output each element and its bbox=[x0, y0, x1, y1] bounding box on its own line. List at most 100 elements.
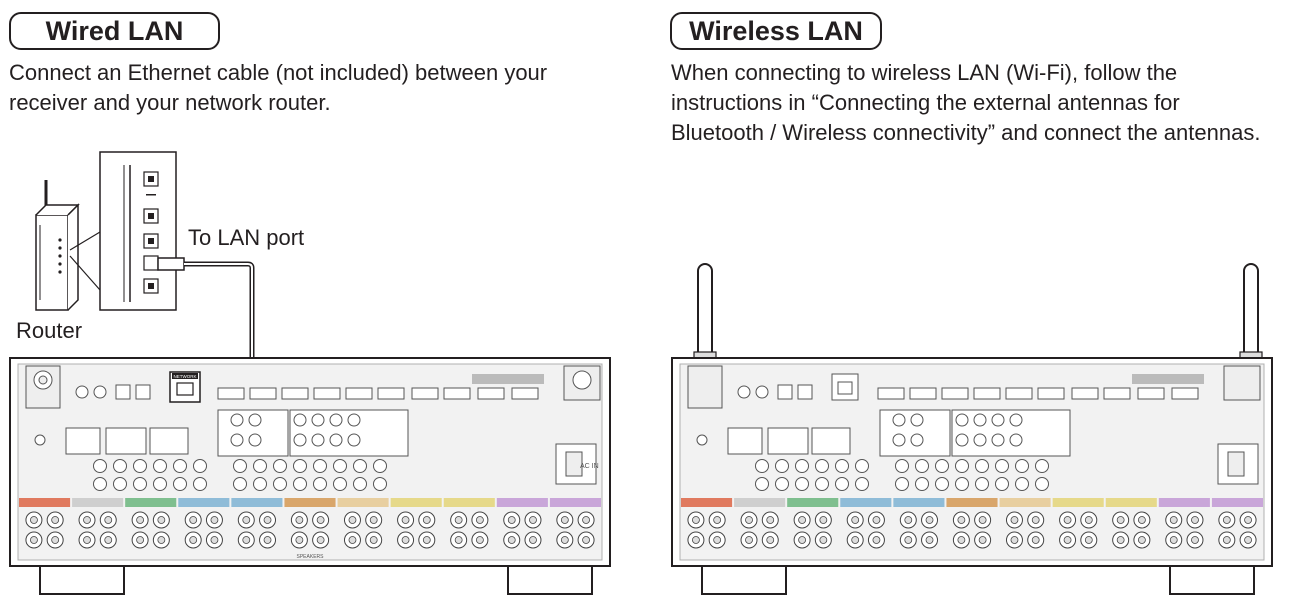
speaker-terminal-core bbox=[904, 516, 913, 524]
speaker-channel-band bbox=[125, 498, 177, 507]
speaker-terminal-core bbox=[1169, 516, 1178, 524]
lan-port-label: To LAN port bbox=[188, 225, 305, 250]
heading-wireless-lan: Wireless LAN bbox=[670, 12, 882, 50]
network-port-label: NETWORK bbox=[174, 374, 197, 379]
speaker-channel-band bbox=[1211, 498, 1263, 507]
speaker-terminal-core bbox=[507, 516, 516, 524]
ac-in-label: AC IN bbox=[580, 463, 599, 470]
speaker-terminal-core bbox=[189, 516, 198, 524]
speaker-terminal-core bbox=[798, 536, 807, 544]
speaker-terminal-core bbox=[189, 536, 198, 544]
speaker-terminal-core bbox=[401, 516, 410, 524]
speaker-terminal-core bbox=[295, 536, 304, 544]
speaker-channel-band bbox=[1052, 498, 1104, 507]
speaker-terminal-core bbox=[83, 516, 91, 524]
speaker-terminal-core bbox=[157, 516, 166, 524]
speaker-terminal-core bbox=[819, 536, 828, 544]
zoom-callout-lines bbox=[69, 231, 101, 291]
speaker-channel-band bbox=[893, 498, 945, 507]
router-illustration bbox=[35, 180, 80, 311]
speaker-terminal-core bbox=[316, 516, 325, 524]
speaker-terminal-core bbox=[475, 516, 484, 524]
speaker-terminal-core bbox=[1222, 536, 1231, 544]
heading-wired-lan: Wired LAN bbox=[9, 12, 220, 50]
speaker-terminal-core bbox=[263, 536, 272, 544]
speaker-terminal-core bbox=[242, 536, 251, 544]
speaker-terminal-core bbox=[454, 516, 463, 524]
speaker-terminal-core bbox=[957, 536, 966, 544]
speaker-terminal-core bbox=[1063, 516, 1072, 524]
speaker-terminal-core bbox=[872, 516, 881, 524]
router-port-panel bbox=[99, 151, 177, 311]
speaker-terminal-core bbox=[454, 536, 463, 544]
receiver-wireless bbox=[671, 263, 1273, 595]
speaker-terminal-core bbox=[136, 536, 145, 544]
speaker-channel-band bbox=[999, 498, 1051, 507]
speaker-terminal-core bbox=[316, 536, 325, 544]
speaker-channel-band bbox=[946, 498, 998, 507]
speaker-terminal-core bbox=[978, 516, 987, 524]
wired-lan-description: Connect an Ethernet cable (not included)… bbox=[9, 60, 548, 115]
speaker-terminal-core bbox=[925, 536, 934, 544]
speaker-terminal-core bbox=[745, 516, 753, 524]
speaker-terminal-core bbox=[369, 536, 378, 544]
speaker-terminal-core bbox=[582, 516, 590, 524]
speaker-terminal-core bbox=[1084, 516, 1093, 524]
wireless-lan-description: When connecting to wireless LAN (Wi-Fi),… bbox=[671, 60, 1261, 145]
speaker-terminal-core bbox=[83, 536, 91, 544]
speaker-terminal-core bbox=[507, 536, 516, 544]
speaker-terminal-core bbox=[766, 536, 775, 544]
speaker-terminal-core bbox=[560, 516, 569, 524]
speaker-terminal-core bbox=[263, 516, 272, 524]
speaker-terminal-core bbox=[798, 516, 807, 524]
speaker-terminal-core bbox=[745, 536, 753, 544]
speakers-label: SPEAKERS bbox=[297, 554, 325, 560]
speaker-terminal-core bbox=[766, 516, 775, 524]
speaker-channel-band bbox=[72, 498, 124, 507]
speaker-terminal-core bbox=[1031, 516, 1040, 524]
speaker-terminal-core bbox=[692, 536, 700, 544]
speaker-terminal-core bbox=[851, 536, 860, 544]
speaker-terminal-core bbox=[30, 516, 38, 524]
speaker-terminal-core bbox=[1084, 536, 1093, 544]
speaker-terminal-core bbox=[1137, 516, 1146, 524]
speaker-terminal-core bbox=[348, 536, 357, 544]
speaker-channel-band bbox=[337, 498, 389, 507]
speaker-channel-band bbox=[787, 498, 839, 507]
speaker-terminal-core bbox=[210, 536, 219, 544]
router-label: Router bbox=[16, 318, 83, 343]
speaker-channel-band bbox=[443, 498, 495, 507]
speaker-terminal-core bbox=[1116, 536, 1125, 544]
speaker-terminal-core bbox=[1063, 536, 1072, 544]
speaker-terminal-core bbox=[925, 516, 934, 524]
speaker-channel-band bbox=[496, 498, 548, 507]
speaker-terminal-core bbox=[51, 536, 60, 544]
speaker-channel-band bbox=[1158, 498, 1210, 507]
speaker-terminal-core bbox=[104, 516, 113, 524]
speaker-channel-band bbox=[549, 498, 601, 507]
speaker-terminal-core bbox=[1191, 536, 1199, 544]
speaker-channel-band bbox=[1105, 498, 1157, 507]
speaker-channel-band bbox=[390, 498, 442, 507]
speaker-channel-band bbox=[840, 498, 892, 507]
speaker-terminal-core bbox=[1137, 536, 1146, 544]
speaker-terminals bbox=[19, 498, 601, 549]
speaker-terminal-core bbox=[422, 516, 431, 524]
speaker-terminal-core bbox=[692, 516, 700, 524]
receiver-wired: NETWORK bbox=[9, 357, 611, 595]
speaker-terminal-core bbox=[851, 516, 860, 524]
speaker-terminal-core bbox=[560, 536, 569, 544]
speaker-terminal-core bbox=[136, 516, 145, 524]
speaker-channel-band bbox=[19, 498, 71, 507]
speaker-terminal-core bbox=[401, 536, 410, 544]
speaker-terminal-core bbox=[1169, 536, 1178, 544]
speaker-terminal-core bbox=[1116, 516, 1125, 524]
speaker-terminal-core bbox=[1010, 536, 1019, 544]
speaker-terminal-core bbox=[713, 536, 722, 544]
speaker-channel-band bbox=[284, 498, 336, 507]
speaker-terminal-core bbox=[713, 516, 722, 524]
speaker-terminal-core bbox=[1244, 516, 1252, 524]
speaker-terminal-core bbox=[1031, 536, 1040, 544]
speaker-terminal-core bbox=[104, 536, 113, 544]
